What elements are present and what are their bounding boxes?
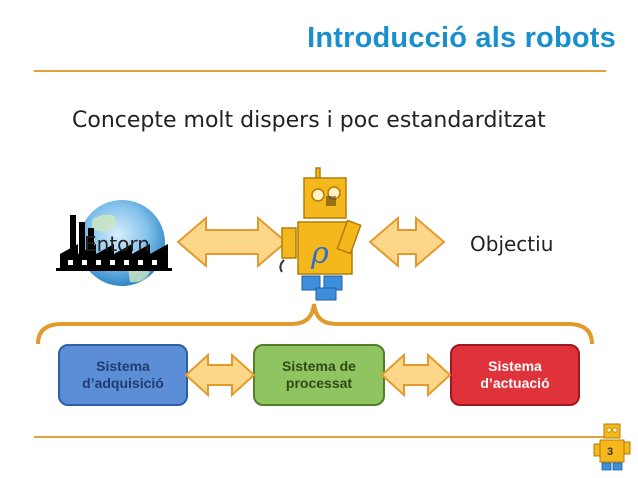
factory-icon [56, 215, 172, 271]
box-line: d’adquisició [82, 375, 164, 391]
box-line: Sistema [488, 358, 542, 374]
title-rule [34, 70, 606, 72]
box-line: Sistema de [282, 358, 356, 374]
double-arrow-icon [184, 352, 256, 398]
double-arrow-icon [380, 352, 452, 398]
box-line: Sistema [96, 358, 150, 374]
mini-robot-icon [593, 423, 631, 471]
grouping-brace [36, 303, 594, 345]
box-line: processat [285, 375, 353, 391]
entorn-label: Entorn [84, 232, 150, 256]
slide-subtitle: Concepte molt dispers i poc estandarditz… [72, 108, 546, 133]
page-number: 3 [606, 446, 614, 458]
box-line: d’actuació [480, 375, 550, 391]
processing-system-box: Sistema de processat [253, 344, 385, 406]
slide-title: Introducció als robots [307, 22, 616, 54]
objectiu-label: Objectiu [470, 232, 554, 256]
footer-rule [34, 436, 606, 438]
robot-icon: ρ [279, 167, 362, 301]
actuation-system-box: Sistema d’actuació [450, 344, 580, 406]
acquisition-system-box: Sistema d’adquisició [58, 344, 188, 406]
svg-text:ρ: ρ [310, 236, 329, 271]
double-arrow-icon [368, 215, 446, 269]
